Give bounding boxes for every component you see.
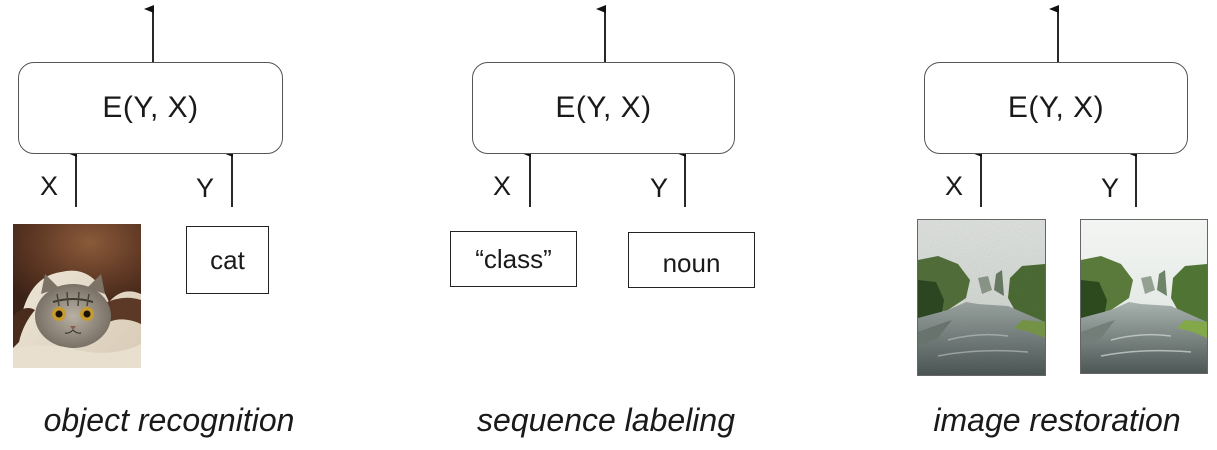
noisy-landscape-photo <box>917 219 1046 376</box>
energy-function-box: E(Y, X) <box>924 62 1188 154</box>
y-label: Y <box>196 173 215 203</box>
y-label: Y <box>650 173 669 203</box>
x-label: X <box>40 171 59 201</box>
energy-function-box: E(Y, X) <box>18 62 283 154</box>
clean-landscape-photo <box>1080 219 1208 374</box>
energy-function-box: E(Y, X) <box>472 62 735 154</box>
caption: sequence labeling <box>477 402 735 438</box>
word-box-class: “class” <box>450 231 577 287</box>
caption: image restoration <box>933 402 1181 438</box>
y-label: Y <box>1101 173 1120 203</box>
x-label: X <box>945 171 964 201</box>
caption: object recognition <box>43 402 295 438</box>
x-label: X <box>493 171 512 201</box>
cat-photo <box>13 224 141 368</box>
tag-box-noun: noun <box>628 232 755 288</box>
label-box-cat: cat <box>186 226 269 294</box>
